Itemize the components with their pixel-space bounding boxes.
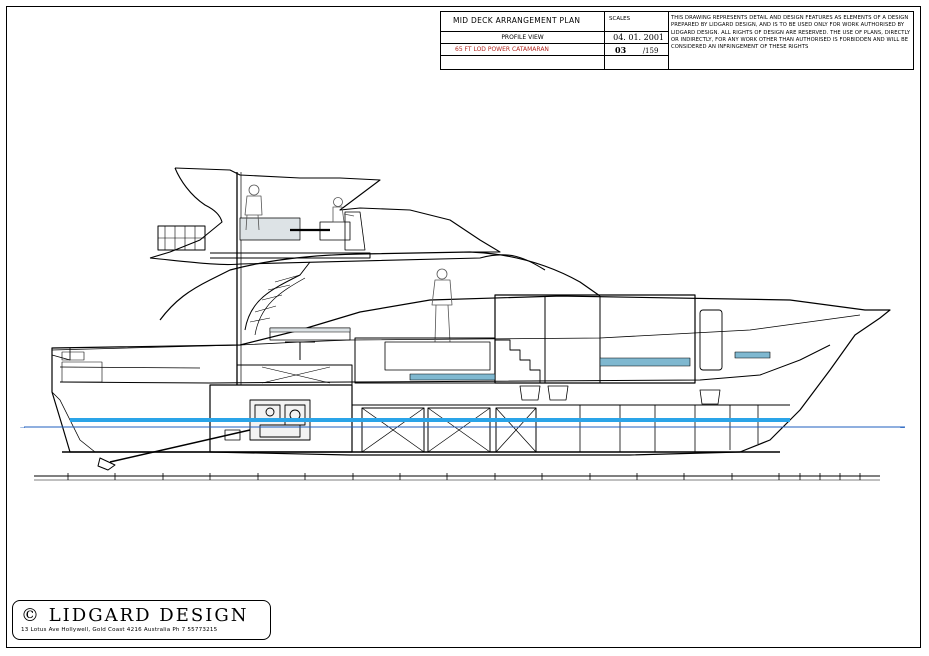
title-block-empty-cell <box>441 56 605 69</box>
toilet-2 <box>547 385 569 401</box>
spiral-stair <box>244 261 311 331</box>
title-block-empty-cell <box>605 56 669 69</box>
sheet-total: /159 <box>642 47 659 55</box>
figure-helm <box>332 197 355 223</box>
radar-arch <box>174 167 501 253</box>
toilet-1 <box>519 385 541 401</box>
steering-console <box>344 211 366 251</box>
arch-front <box>149 167 223 259</box>
tank-2 <box>427 407 491 453</box>
drawing-title: MID DECK ARRANGEMENT PLAN <box>441 12 605 32</box>
tank-3 <box>495 407 537 453</box>
berth-mattress-1 <box>599 357 691 367</box>
svg-text:—: — <box>900 425 905 431</box>
copyright-notice: THIS DRAWING REPRESENTS DETAIL AND DESIG… <box>671 15 911 51</box>
rub-rail <box>59 344 831 384</box>
drawing-date: 04. 01. 2001 <box>605 32 669 44</box>
saloon-table <box>285 341 315 360</box>
forward-cabin-structure <box>494 294 696 384</box>
saloon-roof <box>159 251 601 321</box>
sheet-number-cell: 03 /159 <box>605 44 669 56</box>
vessel-name: 65 FT LOD POWER CATAMARAN <box>441 44 605 56</box>
galley-counter <box>384 341 491 371</box>
station-ticks <box>67 473 861 480</box>
company-address: 13 Lotus Ave Hollywell, Gold Coast 4216 … <box>21 627 218 633</box>
aft-compartment <box>236 364 353 386</box>
flybridge-deck <box>210 252 371 259</box>
shaft-bracket <box>224 429 241 441</box>
deck-line <box>51 314 861 351</box>
deck-level <box>59 366 201 369</box>
scales-label: SCALES <box>605 12 669 32</box>
flybridge-rail <box>157 225 206 251</box>
brand-name: © LIDGARD DESIGN <box>21 605 249 626</box>
toilet-3 <box>699 389 721 405</box>
propeller <box>97 457 116 471</box>
swim-platform <box>51 348 71 361</box>
hatch <box>699 309 723 371</box>
sheet-number: 03 <box>615 45 627 55</box>
figure-saloon <box>431 268 453 343</box>
transom-step <box>61 351 85 361</box>
figure-flybridge <box>244 184 263 231</box>
tank-1 <box>361 407 425 453</box>
view-label: PROFILE VIEW <box>441 32 605 44</box>
lidgard-design-logo: © LIDGARD DESIGN 13 Lotus Ave Hollywell,… <box>12 600 271 640</box>
berth-mattress-2 <box>409 373 496 381</box>
svg-text:—: — <box>20 425 25 431</box>
drawing-border <box>6 6 921 648</box>
companion-stair <box>495 339 541 383</box>
transom-locker <box>61 361 103 383</box>
hardtop-canopy <box>149 254 546 271</box>
propeller-shaft <box>109 429 251 463</box>
title-block: MID DECK ARRANGEMENT PLAN SCALES PROFILE… <box>440 11 914 70</box>
berth-mattress-3 <box>734 351 771 359</box>
